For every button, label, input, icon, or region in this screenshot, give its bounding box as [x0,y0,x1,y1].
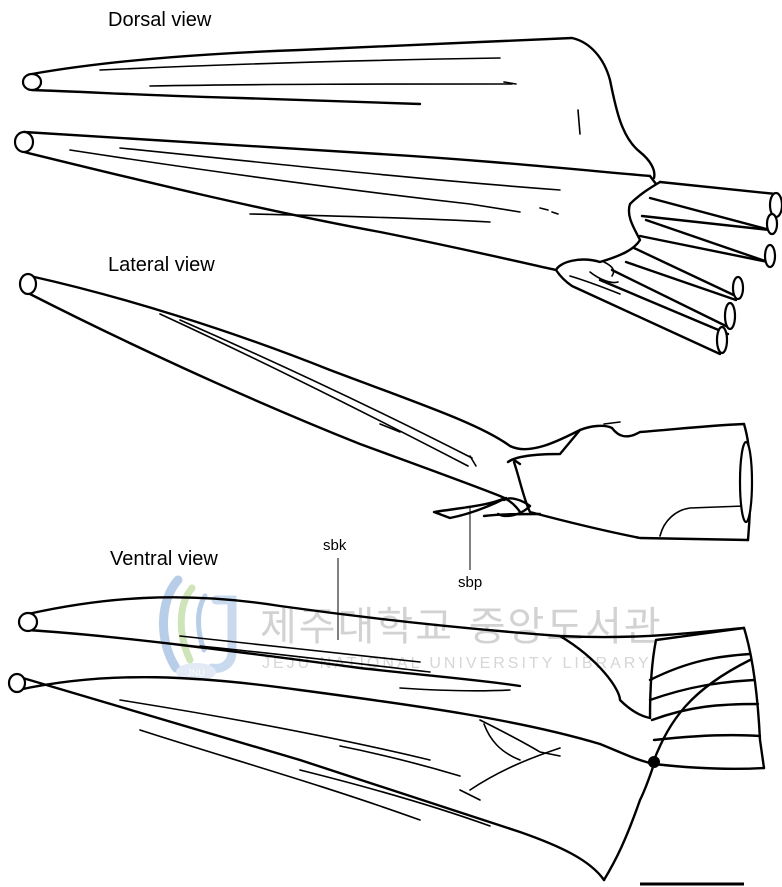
dorsal-lower-tip [15,132,33,152]
dorsal-ray-tip-3 [765,245,775,267]
dorsal-ray-tip-4 [733,277,743,299]
lateral-base-end [740,442,752,522]
lateral-view-drawing [20,274,752,540]
library-emblem-text: JNU [187,668,205,678]
ventral-base-knot [648,756,660,768]
ventral-lower-tip [9,674,25,692]
dorsal-view-title: Dorsal view [108,9,212,31]
library-emblem-icon: JNU [163,580,232,681]
dorsal-ray-tip-2 [767,214,777,234]
ventral-view-title: Ventral view [110,548,218,570]
sbp-label: sbp [458,574,482,591]
library-watermark: JNU 제주대학교 중앙도서관 JEJU NATIONAL UNIVERSITY… [163,580,662,681]
lateral-tip [20,274,36,294]
lateral-view-title: Lateral view [108,254,215,276]
dorsal-view-drawing [15,38,782,354]
dorsal-ray-tip-6 [717,327,727,353]
ventral-upper-tip [19,613,37,631]
sbk-label: sbk [323,537,347,554]
dorsal-upper-tip [23,74,41,90]
dorsal-ray-tip-5 [725,303,735,329]
